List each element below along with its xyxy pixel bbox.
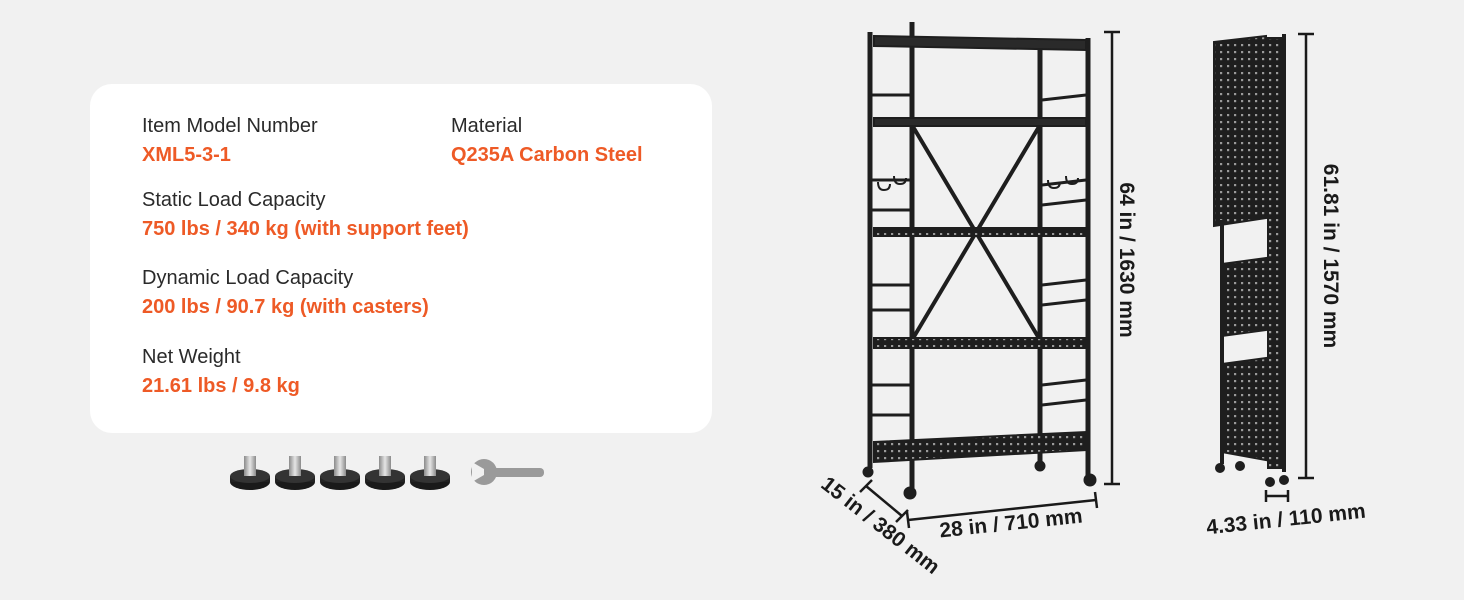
- spec-net-weight-label: Net Weight: [142, 346, 241, 368]
- spec-model-label: Item Model Number: [142, 115, 318, 137]
- support-foot-icon: [320, 456, 360, 490]
- accessories-illustration: [230, 456, 544, 490]
- spec-dynamic-load: Dynamic Load Capacity 200 lbs / 90.7 kg …: [142, 266, 429, 319]
- specifications-card: Item Model Number XML5-3-1 Material Q235…: [90, 84, 712, 433]
- spec-static-load-label: Static Load Capacity: [142, 189, 326, 211]
- support-foot-icon: [275, 456, 315, 490]
- spec-model-value: XML5-3-1: [142, 144, 231, 166]
- dimension-folded-height-label: 61.81 in / 1570 mm: [1319, 163, 1342, 349]
- spec-dynamic-load-value: 200 lbs / 90.7 kg (with casters): [142, 296, 429, 318]
- spec-static-load: Static Load Capacity 750 lbs / 340 kg (w…: [142, 188, 469, 241]
- product-illustration: [859, 22, 1314, 529]
- wrench-icon: [471, 459, 544, 485]
- shelf-unit: [862, 22, 1097, 500]
- dimension-lines: [859, 30, 1314, 529]
- support-foot-icon: [230, 456, 270, 490]
- spec-material: Material Q235A Carbon Steel: [451, 114, 643, 167]
- folded-shelf-unit: [1213, 34, 1289, 487]
- spec-material-label: Material: [451, 115, 523, 137]
- support-foot-icon: [410, 456, 450, 490]
- spec-model: Item Model Number XML5-3-1: [142, 114, 318, 167]
- spec-static-load-value: 750 lbs / 340 kg (with support feet): [142, 218, 469, 240]
- support-foot-icon: [365, 456, 405, 490]
- spec-net-weight-value: 21.61 lbs / 9.8 kg: [142, 375, 300, 397]
- spec-net-weight: Net Weight 21.61 lbs / 9.8 kg: [142, 345, 300, 398]
- spec-dynamic-load-label: Dynamic Load Capacity: [142, 267, 354, 289]
- spec-material-value: Q235A Carbon Steel: [451, 144, 643, 166]
- dimension-height-label: 64 in / 1630 mm: [1115, 182, 1138, 338]
